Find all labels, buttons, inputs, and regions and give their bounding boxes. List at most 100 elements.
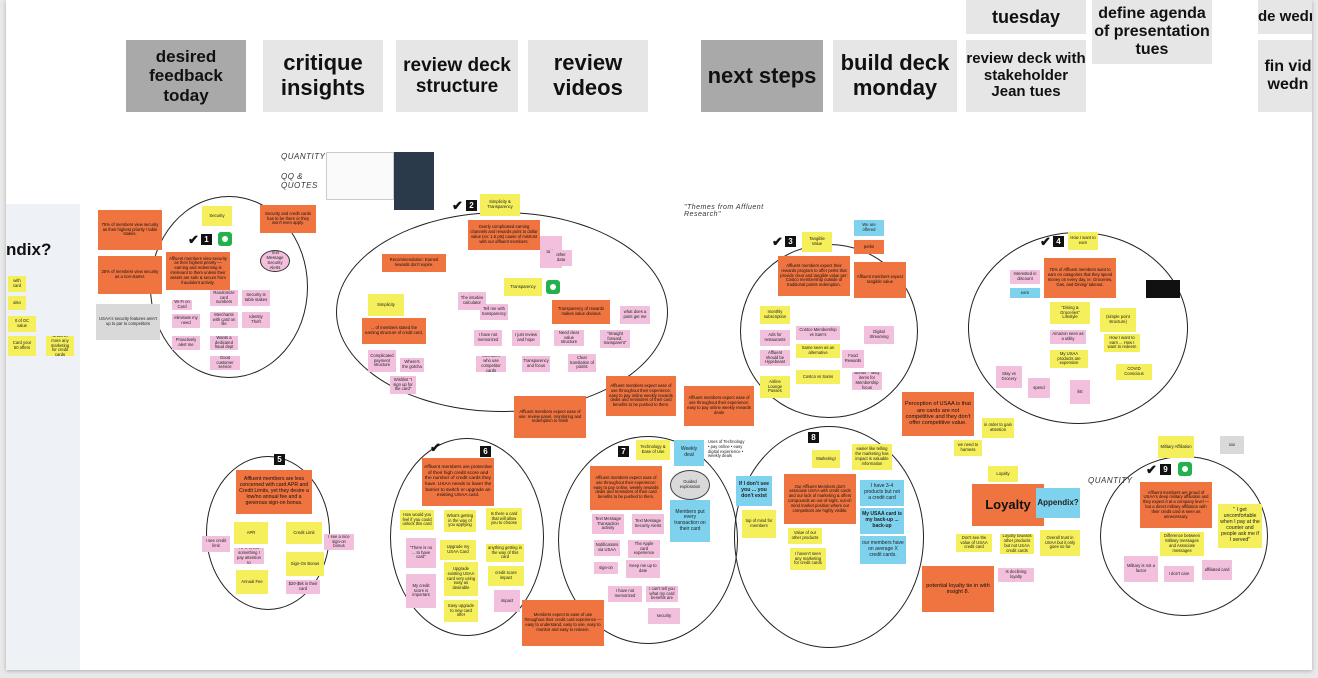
sticky-note[interactable]: Tangible Value [802,232,832,252]
sticky-note[interactable]: sign-on [594,562,618,574]
sticky-note[interactable]: Food Rewards [842,350,864,368]
sticky-note[interactable]: Clear translation of points [568,354,596,372]
sticky-note[interactable]: what does a point get me [620,306,650,324]
play-video-icon[interactable] [1178,462,1192,476]
header-desired-feedback[interactable]: desired feedback today [126,40,246,112]
insight-note[interactable]: Security and credit cards has to be ther… [260,205,316,233]
header-next-steps[interactable]: next steps [701,40,823,112]
sticky-note[interactable]: (simple point structure) [1100,314,1136,326]
sticky-note[interactable]: Overall trust in USAA but it only goes s… [1040,530,1080,556]
sticky-note[interactable]: I have 3-4 products but not a credit car… [860,480,904,506]
insight-note[interactable]: ... of members stated the earning struct… [362,318,426,344]
sticky-note[interactable]: Bonus - Tasty items for Membership focus [852,372,882,390]
sticky-note[interactable]: our members have on average X credit car… [860,536,906,564]
insight-note[interactable]: Affluent members expect tangible value [854,262,906,298]
sticky-note[interactable]: Randomize card numbers [210,290,238,306]
sticky-note[interactable]: earn [1010,288,1040,298]
insight-note[interactable]: Affluent members expect ease of use thro… [606,376,676,416]
loyalty-note[interactable]: Loyalty [972,484,1044,526]
play-video-icon[interactable] [546,280,560,294]
sticky-note[interactable]: Transparency [504,278,542,296]
sticky-note[interactable]: Same seen as an alternative [796,344,840,358]
sticky-note[interactable]: I have not memorized [608,586,642,602]
sticky-note[interactable]: Notifications via USAA [594,540,620,556]
dark-sticky-note[interactable] [1146,280,1180,298]
sticky-note[interactable]: Good customer service [210,356,240,370]
insight-note[interactable]: Affluent members expect their rewards pr… [778,256,850,296]
sticky-note[interactable]: Simplicity & Transparency [480,194,520,216]
document-thumbnail[interactable] [326,152,394,200]
sticky-note[interactable]: I see credit limit [202,536,230,552]
header-partial-final-videos[interactable]: fin vid wedn [1258,40,1312,112]
sticky-note[interactable]: Tell me with transparency [480,304,508,320]
sticky-note[interactable]: If I don't see you ... you don't exist [736,476,772,506]
sticky-note[interactable]: Proactively alert me [172,336,200,350]
sticky-note[interactable]: We are offered [854,220,884,236]
sticky-note[interactable]: I see a nice sign-on bonus [324,534,354,550]
header-review-videos[interactable]: review videos [528,40,648,112]
sticky-note[interactable]: Members who use competitor cards [476,356,506,372]
cluster-8-circle[interactable] [734,426,924,648]
sticky-note[interactable]: top of mind for members [742,510,776,538]
insight-note[interactable]: 75% of members view security as their hi… [98,210,162,250]
cluster-5-circle[interactable] [206,456,330,610]
sticky-note[interactable]: Complicated payment structure [368,350,396,372]
header-define-agenda[interactable]: define agenda of presentation tues [1092,0,1212,64]
sticky-note[interactable]: How I want to earn ... How I want to red… [1104,334,1140,352]
header-partial-wednesday[interactable]: de wedn [1258,0,1312,34]
sticky-note[interactable]: Identity Theft [242,312,270,328]
sticky-note[interactable]: I have not memorized [474,330,502,346]
sticky-note[interactable]: Security [202,206,232,226]
sticky-note[interactable]: The Apple card experience [628,540,660,558]
sticky-note[interactable]: Digital Streaming [864,326,894,344]
sticky-note[interactable]: Credit Limit [286,522,322,544]
sticky-note[interactable]: also [8,296,26,310]
sticky-note[interactable]: Ads for restaurants [760,330,790,346]
sticky-note[interactable]: Difference between Military messages and… [1160,532,1204,556]
sticky-note[interactable]: Where's the gotcha [400,358,424,372]
header-critique-insights[interactable]: critique insights [263,40,383,112]
insight-note[interactable]: Affluent members expect ease of use: rev… [514,396,586,438]
sticky-note[interactable]: " I get uncomfortable when I pay at the … [1218,504,1262,548]
sticky-note[interactable]: Military Affiliation [1158,436,1194,458]
sticky-note[interactable]: Is there a card that will allow you to c… [486,508,522,530]
sticky-note[interactable]: APR is not something I pay attention to [234,548,264,564]
sticky-note[interactable]: easier like telling the marketing has im… [852,444,892,470]
sticky-note[interactable]: xxx [1220,436,1244,454]
insight-note[interactable]: perks [854,240,884,254]
sticky-note[interactable]: eliminate my need [172,314,200,328]
sticky-note[interactable]: Amazon seen as a utility [1050,330,1086,344]
header-review-deck-stakeholder[interactable]: review deck with stakeholder Jean tues [966,40,1086,112]
sticky-note[interactable]: Military is not a factor [1124,556,1158,582]
sticky-note[interactable]: Is declining loyalty [998,568,1034,582]
sticky-note[interactable]: Keep me up to date [626,560,660,578]
insight-note[interactable]: Transparency of rewards makes value obvi… [552,300,610,324]
insight-note[interactable]: Affluent members are protective of their… [422,458,494,506]
sticky-note[interactable]: spend [1028,378,1050,398]
header-review-deck-structure[interactable]: review deck structure [396,40,518,112]
sticky-note[interactable]: Text Message Security Alerts [632,514,664,534]
sticky-note[interactable]: My USAA card is my back-up ... back-up [860,508,904,534]
sticky-note[interactable]: $20-$5k in their card [286,580,320,594]
sticky-note[interactable]: Guided exploration [670,470,710,500]
insight-note[interactable]: 75% of Affluent members want to earn on … [1044,258,1116,298]
sticky-note[interactable]: Upgrade my USAA Card [440,540,476,560]
appendix-note[interactable]: Appendix? [1036,488,1080,518]
sticky-note[interactable]: How would you feel if you could unlock t… [400,510,434,530]
sticky-note[interactable]: Annual Fee [236,570,268,594]
sticky-note[interactable]: Loyalty towards other products but not U… [1000,534,1034,554]
sticky-note[interactable]: anything getting in the way of this card [486,544,524,562]
play-video-icon[interactable] [218,232,232,246]
sticky-note[interactable]: My USAA products are expensive [1050,350,1088,368]
sticky-note[interactable]: impact [494,590,520,612]
sticky-note[interactable]: The intuitive calculator [458,292,486,310]
sticky-note[interactable]: Easy upgrade to new card offer [444,600,478,622]
sticky-note[interactable]: Need clear value structure [554,330,584,346]
sticky-note[interactable]: Sign-On Bonus [286,552,324,576]
sticky-note[interactable]: I just review and hope [512,330,540,346]
sticky-note[interactable]: credit score impact [488,566,524,586]
insight-note[interactable]: Members expect to ease of use throughout… [522,600,604,646]
sticky-note[interactable]: "Straight forward, transparent" [600,330,630,348]
sticky-note[interactable]: affiliated card [1202,560,1232,580]
insight-note[interactable]: Affluent members are less concerned with… [236,470,312,514]
